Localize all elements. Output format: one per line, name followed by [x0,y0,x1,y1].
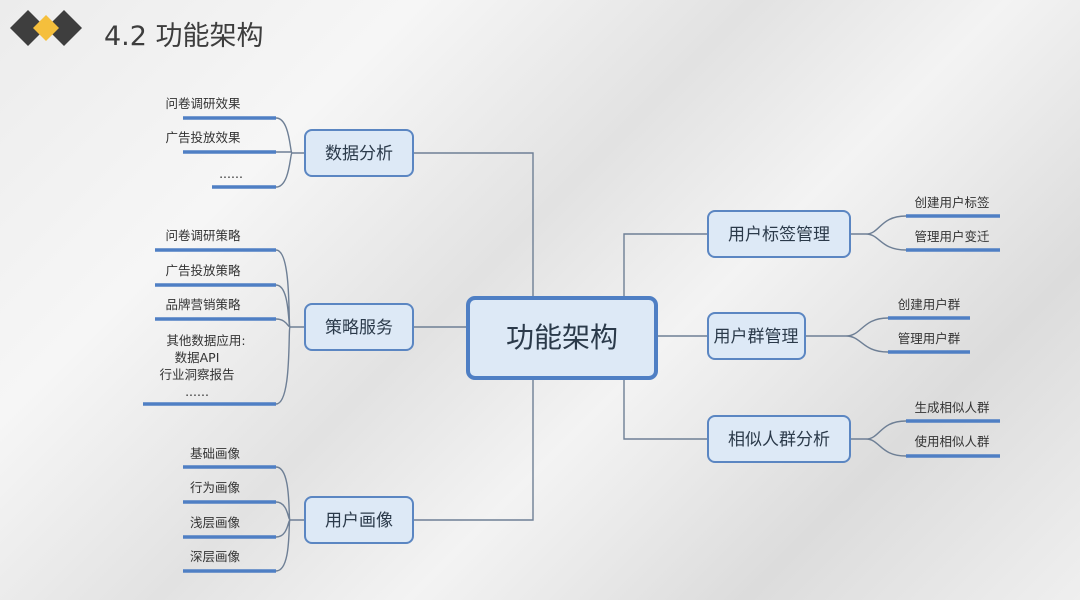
center-node[interactable]: 功能架构 [466,296,658,380]
leaf-text: ...... [185,384,209,399]
leaf-text: 管理用户变迁 [914,229,990,244]
leaf-text: 创建用户标签 [914,195,990,210]
leaf-text: 浅层画像 [190,515,241,530]
leaf-underlines [143,116,1000,573]
leaf-text: 基础画像 [190,446,241,461]
node-lookalike-analysis[interactable]: 相似人群分析 [707,415,851,463]
connector [850,420,907,457]
connector [850,215,907,251]
leaf-text: 其他数据应用: [166,333,245,348]
svg-text:用户标签管理: 用户标签管理 [728,225,830,245]
svg-text:用户画像: 用户画像 [325,511,393,531]
leaf-text: 深层画像 [190,549,241,564]
leaf-text: 管理用户群 [898,331,961,346]
leaf-text: 数据API [175,350,220,365]
leaf-text: 创建用户群 [898,297,961,312]
leaf-text: 问卷调研策略 [165,228,241,243]
page-title: 4.2 功能架构 [104,21,264,52]
logo-icon [10,10,82,46]
svg-text:功能架构: 功能架构 [506,321,618,354]
leaf-text: 问卷调研效果 [165,96,241,111]
leaf-text: 广告投放策略 [165,263,241,278]
connector [275,249,305,405]
connector [275,466,305,572]
node-user-tag-management[interactable]: 用户标签管理 [707,210,851,258]
connector [413,152,708,521]
leaf-text: 使用相似人群 [914,434,990,449]
leaf-text: 品牌营销策略 [165,297,241,312]
leaf-text: 行为画像 [190,480,241,495]
svg-text:相似人群分析: 相似人群分析 [728,430,830,450]
svg-text:策略服务: 策略服务 [325,318,393,338]
node-user-portrait[interactable]: 用户画像 [304,496,414,544]
connector [275,117,305,188]
leaf-text: ...... [219,166,243,181]
node-data-analysis[interactable]: 数据分析 [304,129,414,177]
leaf-text: 行业洞察报告 [159,367,234,382]
leaf-text: 生成相似人群 [914,400,990,415]
leaf-text: 广告投放效果 [165,130,241,145]
node-strategy-service[interactable]: 策略服务 [304,303,414,351]
connector [805,317,889,353]
svg-text:数据分析: 数据分析 [325,144,393,164]
node-user-group-management[interactable]: 用户群管理 [707,312,806,360]
svg-text:用户群管理: 用户群管理 [714,327,799,347]
